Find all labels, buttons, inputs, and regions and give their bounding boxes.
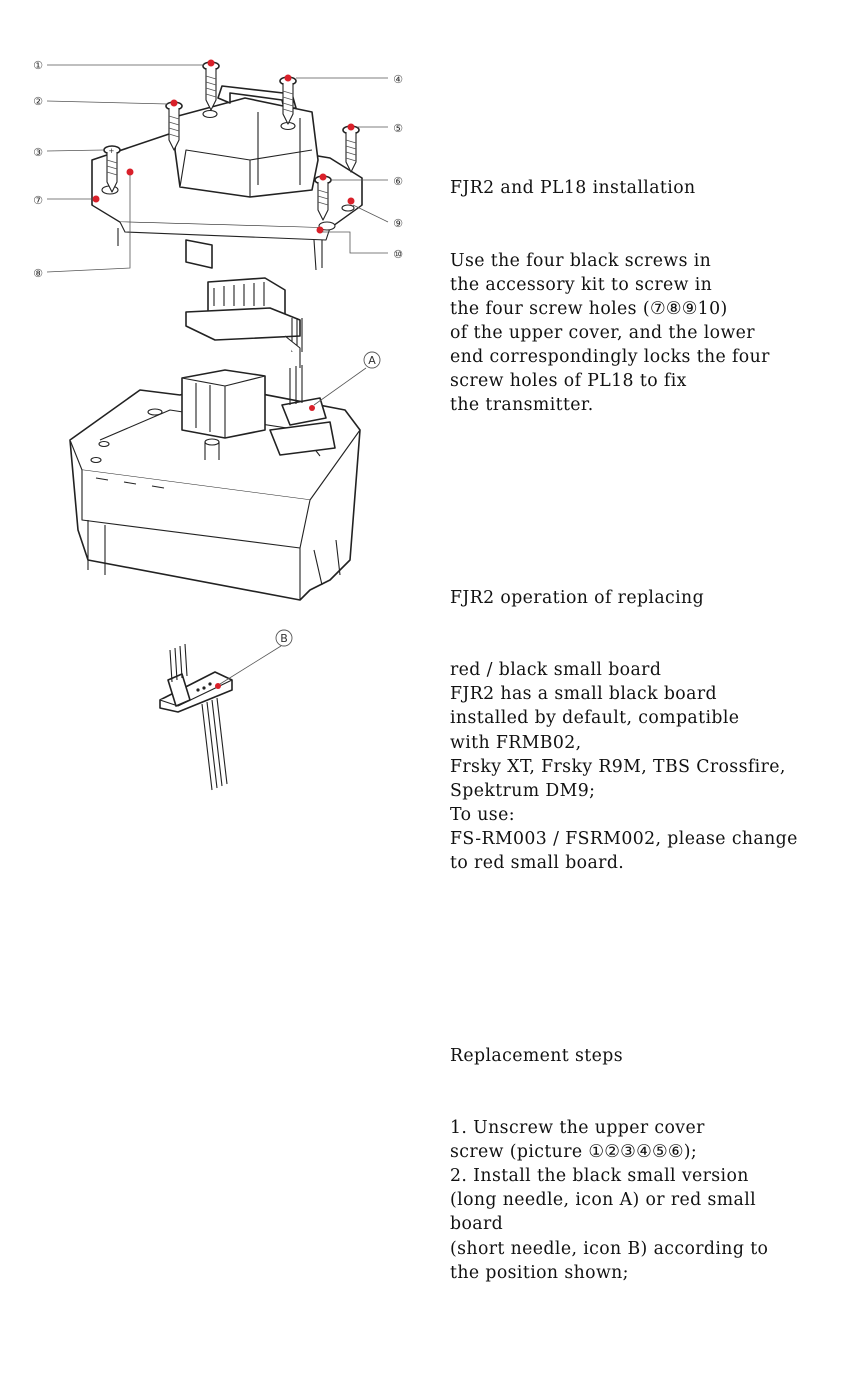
- svg-text:⑨: ⑨: [393, 217, 403, 230]
- callout-5: ⑤: [393, 122, 403, 135]
- text-line: (short needle, icon B) according to: [450, 1238, 769, 1259]
- text-line: the accessory kit to screw in: [450, 274, 713, 295]
- middle-connector: [185, 277, 303, 368]
- text-line: 1. Unscrew the upper cover: [450, 1118, 705, 1139]
- replacing-title: FJR2 operation of replacing: [450, 587, 705, 608]
- steps-section: Replacement steps 1. Unscrew the upper c…: [450, 996, 845, 1333]
- text-line: end correspondingly locks the four: [450, 347, 770, 368]
- installation-title: FJR2 and PL18 installation: [450, 178, 696, 199]
- text-line: the transmitter.: [450, 395, 594, 416]
- steps-title: Replacement steps: [450, 1045, 623, 1066]
- hole-8-marker: [126, 168, 134, 176]
- svg-text:⑧: ⑧: [33, 267, 43, 280]
- callout-10: ⑩: [393, 248, 403, 261]
- text-line: screw holes of PL18 to fix: [450, 371, 687, 392]
- installation-section: FJR2 and PL18 installation Use the four …: [450, 128, 845, 465]
- callout-9: ⑨: [393, 217, 403, 230]
- text-line: of the upper cover, and the lower: [450, 322, 755, 343]
- svg-text:⑩: ⑩: [393, 248, 403, 261]
- callout-6: ⑥: [393, 175, 403, 188]
- text-line: Use the four black screws in: [450, 250, 712, 271]
- callout-7: ⑦: [33, 194, 43, 207]
- svg-text:④: ④: [393, 73, 403, 86]
- text-line: screw (picture ①②③④⑤⑥);: [450, 1142, 698, 1163]
- screw-3: +: [103, 145, 121, 193]
- text-line: installed by default, compatible: [450, 708, 740, 729]
- text-line: Spektrum DM9;: [450, 780, 596, 801]
- hole-7-marker: [92, 195, 100, 203]
- svg-text:+: +: [109, 147, 115, 155]
- svg-text:①: ①: [33, 59, 43, 72]
- text-line: the position shown;: [450, 1262, 629, 1283]
- hole-9-marker: [347, 197, 355, 205]
- text-line: FS-RM003 / FSRM002, please change: [450, 828, 798, 849]
- replacing-section: FJR2 operation of replacing red / black …: [450, 538, 845, 924]
- svg-text:⑦: ⑦: [33, 194, 43, 207]
- installation-body: Use the four black screws in the accessor…: [450, 249, 845, 418]
- installation-diagram: +: [33, 59, 403, 791]
- hole-10-marker: [316, 226, 324, 234]
- svg-text:B: B: [280, 632, 288, 645]
- svg-text:⑥: ⑥: [393, 175, 403, 188]
- text-line: red / black small board: [450, 660, 662, 681]
- leader-lines: [46, 64, 389, 685]
- text-line: To use:: [450, 804, 515, 825]
- svg-text:③: ③: [33, 146, 43, 159]
- text-line: board: [450, 1214, 504, 1235]
- text-line: (long needle, icon A) or red small: [450, 1190, 757, 1211]
- callout-1: ①: [33, 59, 43, 72]
- callout-2: ②: [33, 95, 43, 108]
- screw-4: [279, 74, 297, 125]
- callout-3: ③: [33, 146, 43, 159]
- svg-text:②: ②: [33, 95, 43, 108]
- screw-5: [342, 123, 360, 173]
- svg-text:A: A: [368, 354, 376, 367]
- screw-2: [165, 99, 183, 151]
- svg-text:⑤: ⑤: [393, 122, 403, 135]
- callout-4: ④: [393, 73, 403, 86]
- instructions-panel: FJR2 and PL18 installation Use the four …: [450, 80, 845, 1381]
- text-line: FJR2 has a small black board: [450, 684, 717, 705]
- text-line: 2. Install the black small version: [450, 1166, 749, 1187]
- screw-1: [202, 59, 220, 111]
- text-line: Frsky XT, Frsky R9M, TBS Crossfire,: [450, 756, 786, 777]
- text-line: with FRMB02,: [450, 732, 582, 753]
- callout-a: A: [363, 351, 381, 369]
- steps-body: 1. Unscrew the upper cover screw (picture…: [450, 1116, 845, 1285]
- callout-b: B: [275, 629, 293, 647]
- text-line: the four screw holes (⑦⑧⑨10): [450, 298, 728, 319]
- screw-6: [314, 173, 332, 221]
- text-line: to red small board.: [450, 853, 625, 873]
- callout-8: ⑧: [33, 267, 43, 280]
- upper-cover: [91, 85, 363, 271]
- board-b: [159, 643, 233, 791]
